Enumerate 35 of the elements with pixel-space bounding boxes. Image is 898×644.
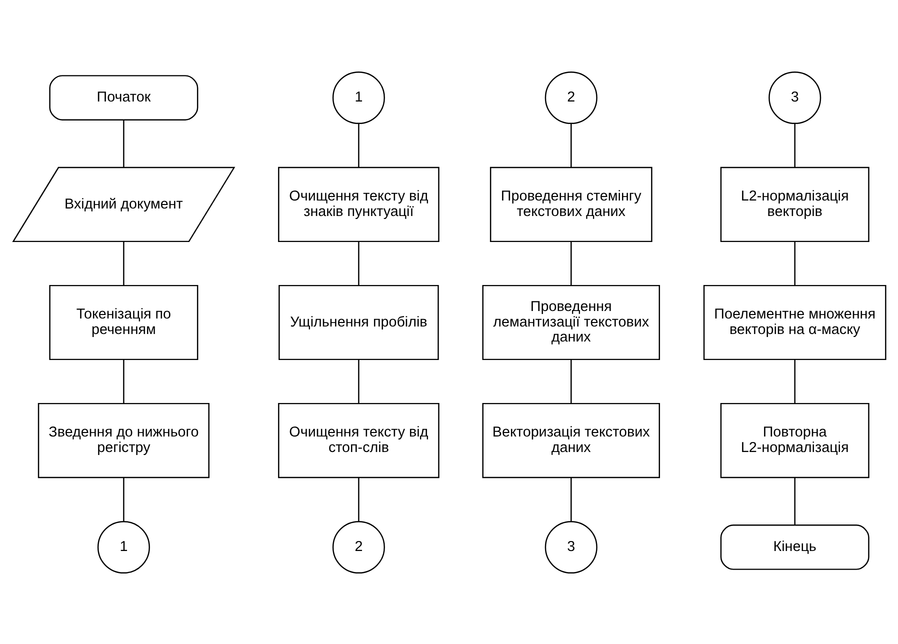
node-box: Повторна L2-нормалізація [720, 402, 869, 478]
connector [794, 359, 795, 403]
node-box: Очищення тексту від стоп-слів [278, 402, 439, 478]
connector [358, 477, 359, 521]
node-box: Зведення до нижнього регістру [37, 402, 209, 478]
connector [570, 241, 572, 285]
connector [570, 477, 572, 521]
connector [570, 123, 572, 167]
connector [794, 241, 795, 285]
node-circle: 3 [544, 520, 597, 573]
connector [122, 359, 124, 403]
node-box: Поелементне множення векторів на α-маску [702, 284, 886, 360]
node-box: Проведення стемінгу текстових даних [489, 166, 652, 242]
node-box: L2-нормалізація векторів [720, 166, 869, 242]
connector [794, 123, 795, 167]
node-box: Очищення тексту від знаків пунктуації [278, 166, 439, 242]
node-box: Токенізація по реченням [48, 284, 198, 360]
node-circle: 2 [332, 520, 384, 573]
connector [122, 477, 124, 521]
node-circle: 1 [332, 71, 384, 124]
node-box: Кінець [720, 524, 869, 570]
node-box: Ущільнення пробілів [278, 284, 438, 360]
connector [122, 241, 124, 285]
node-circle: 1 [96, 520, 150, 573]
connector [358, 359, 359, 403]
node-box: Початок [48, 74, 198, 120]
node-circle: 2 [544, 71, 597, 124]
connector [570, 359, 572, 403]
node-box: Векторизація текстових даних [482, 402, 660, 478]
connector [358, 123, 359, 167]
node-box: Проведення лемантизації текстових даних [482, 284, 660, 360]
connector [358, 241, 359, 285]
node-circle: 3 [768, 71, 821, 124]
connector [794, 477, 795, 525]
connector [122, 119, 124, 167]
